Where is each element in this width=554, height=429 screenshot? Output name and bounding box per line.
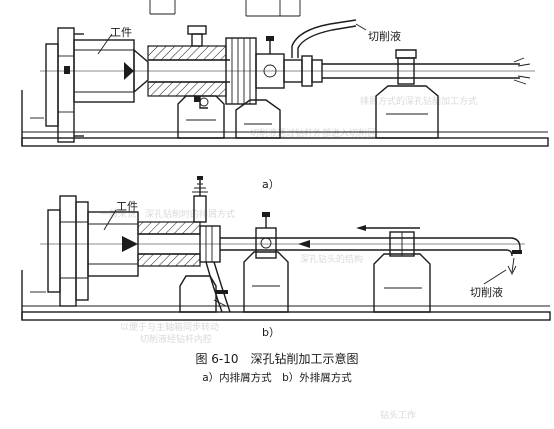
guide-bush-upper-a — [147, 45, 227, 61]
sub-label-b: b） — [262, 326, 280, 339]
support-2-b — [243, 251, 289, 313]
chip-outlet-b — [205, 261, 223, 313]
svg-text:切削液经钻杆内腔: 切削液经钻杆内腔 — [140, 333, 212, 345]
svg-text:钻头工作: 钻头工作 — [380, 409, 416, 421]
coolant-inlet-b — [500, 237, 521, 252]
drill-head-a — [133, 48, 149, 94]
previous-figure-remnant — [149, 0, 301, 17]
chuck-plate-a — [57, 27, 75, 143]
chuck-jaw-a — [64, 66, 70, 74]
figure-caption: 图 6-10 深孔钻削加工示意图 — [195, 352, 359, 366]
svg-text:深孔钻头的结构: 深孔钻头的结构 — [300, 253, 363, 265]
svg-text:一般来说，深孔钻削时的排屑方式: 一般来说，深孔钻削时的排屑方式 — [100, 208, 235, 220]
workpiece-label-b: 工件 — [116, 200, 138, 213]
coolant-label-a: 切削液 — [368, 30, 401, 43]
svg-text:以便于与主轴箱同步转动: 以便于与主轴箱同步转动 — [120, 321, 219, 333]
workpiece-label-a: 工件 — [110, 26, 132, 39]
chuck-body-a — [45, 43, 59, 127]
lathe-bed-b — [21, 311, 551, 321]
guide-upper-b — [137, 221, 201, 235]
support-3-b — [373, 253, 431, 313]
chuck-plate-b — [59, 195, 77, 307]
diagram-b-external-chip-removal — [21, 176, 551, 321]
figure-subcaption: a）内排屑方式 b）外排屑方式 — [202, 372, 352, 384]
guide-post-a — [191, 33, 203, 47]
guide-bush-lower-a — [147, 81, 227, 97]
svg-text:切削液通过钻杆外部进入切削区: 切削液通过钻杆外部进入切削区 — [250, 127, 376, 139]
chuck-body-b — [47, 209, 61, 293]
drill-holder-b — [255, 227, 277, 259]
support-1-b — [179, 275, 217, 313]
svg-text:排屑方式的深孔钻削加工方式: 排屑方式的深孔钻削加工方式 — [360, 95, 477, 107]
coolant-pipe-a — [291, 19, 357, 58]
sub-label-a: a） — [262, 178, 280, 191]
diagram-a-internal-chip-removal — [21, 19, 549, 147]
guide-lower-b — [137, 253, 201, 267]
support-3-a — [375, 85, 439, 139]
lathe-bed-a — [21, 137, 549, 147]
bleed-through-text: 排屑方式的深孔钻削加工方式 切削液通过钻杆外部进入切削区 一般来说，深孔钻削时的… — [100, 95, 477, 421]
coolant-label-b: 切削液 — [470, 286, 503, 299]
